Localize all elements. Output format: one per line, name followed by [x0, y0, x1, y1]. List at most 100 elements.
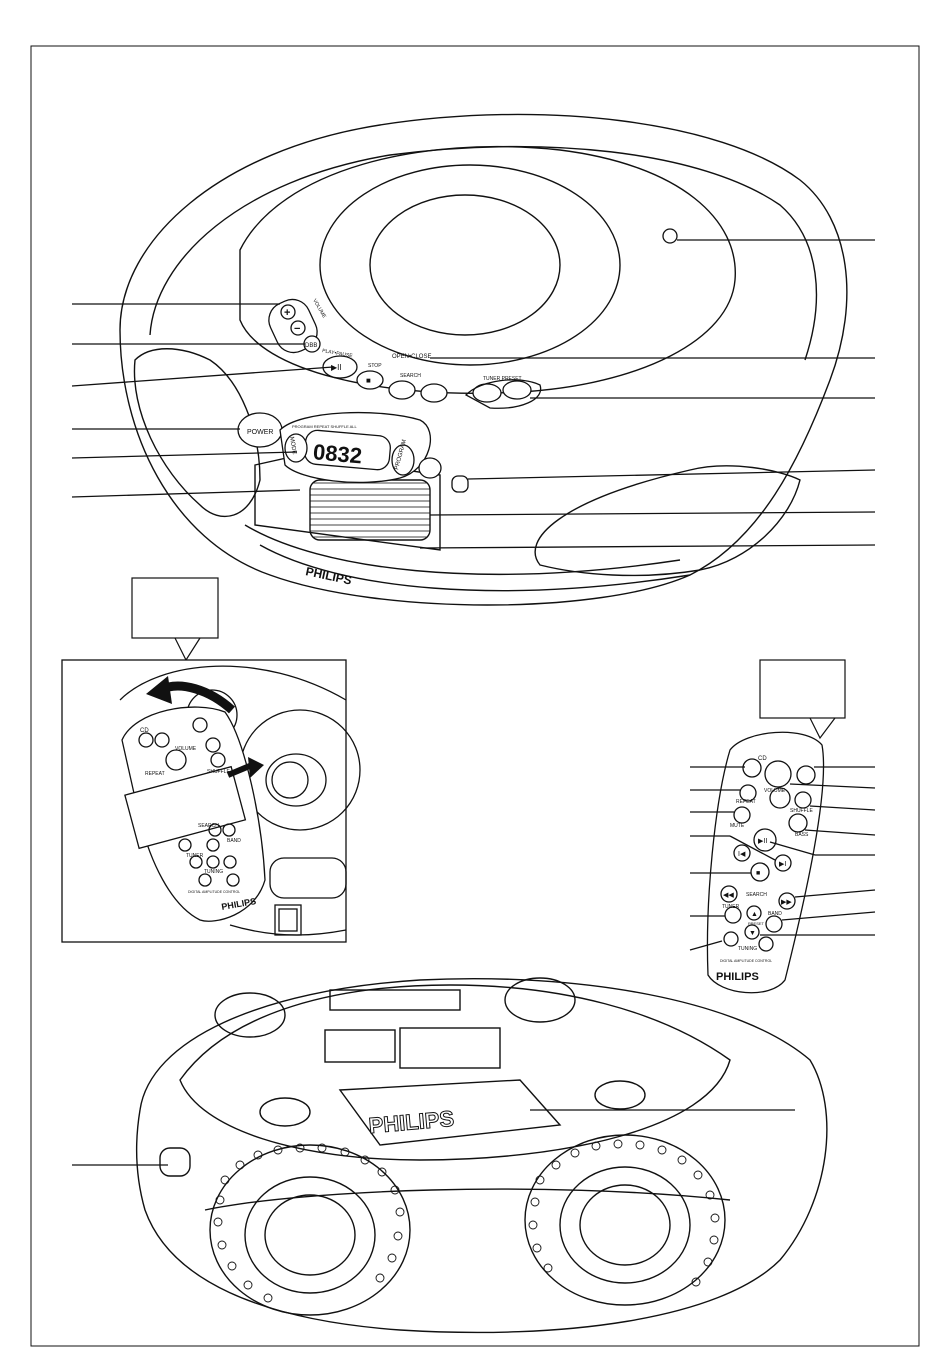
play-pause-text: PLAY•PAUSE	[322, 348, 354, 359]
remote-repeat-button[interactable]	[739, 784, 757, 802]
remote-mute-button[interactable]	[733, 806, 751, 824]
svg-text:▶I: ▶I	[779, 861, 786, 868]
remote-prev-button[interactable]	[733, 844, 751, 862]
front-edge	[244, 524, 681, 575]
play-pause-button[interactable]	[322, 355, 358, 379]
callout-leaders-top	[71, 239, 876, 549]
play-pause-symbol: ▶II	[331, 363, 342, 372]
callout-leaders-rear	[72, 1109, 795, 1166]
remote-stop-button[interactable]	[750, 862, 770, 882]
svg-text:▲: ▲	[751, 911, 758, 918]
remote-labels: CD VOLUME REPEAT SHUFFLE MUTE BASS SEARC…	[716, 756, 813, 983]
remote-search-label: SEARCH	[746, 892, 767, 898]
remote-tuner-button[interactable]	[724, 906, 742, 924]
svg-text:◀◀: ◀◀	[723, 892, 734, 899]
tuner-preset-text: TUNER PRESET	[483, 376, 522, 382]
page-frame	[30, 45, 920, 1347]
inset-tag	[131, 577, 219, 662]
remote-bass-label: BASS	[795, 832, 809, 838]
front-edge-lower	[259, 544, 691, 592]
mode-text: MODE	[288, 436, 297, 455]
remote-shuffle-label: SHUFFLE	[790, 808, 813, 814]
volume-plus-button[interactable]	[280, 304, 296, 320]
inset-shuffle-label: SHUFFLE	[207, 769, 230, 775]
left-foot	[214, 992, 286, 1038]
rear-brand-label: PHILIPS	[368, 1106, 455, 1138]
rear-body-outline	[136, 977, 828, 1334]
open-close-button[interactable]	[662, 228, 678, 244]
left-rear-speaker	[209, 1144, 411, 1316]
remote-power-button[interactable]	[796, 765, 816, 785]
remote-shuffle-button[interactable]	[794, 791, 812, 809]
remote-brand-label: PHILIPS	[716, 971, 759, 983]
inset-tuning-label: TUNING	[204, 869, 223, 875]
program-button[interactable]	[391, 444, 415, 476]
tuner-preset-up-button[interactable]	[502, 380, 532, 400]
remote-control	[706, 731, 825, 994]
svg-text:I◀: I◀	[738, 851, 746, 858]
aux-button[interactable]	[418, 457, 442, 479]
cd-lid-plate	[239, 145, 736, 394]
cd-window	[369, 194, 561, 336]
search-forward-button[interactable]	[420, 383, 448, 403]
stop-button[interactable]	[356, 370, 384, 390]
search-back-button[interactable]	[388, 380, 416, 400]
inset-remote-cover	[124, 765, 247, 850]
remote-tuning-back-button[interactable]	[723, 931, 739, 947]
remote-search-forward-button[interactable]	[778, 892, 796, 910]
remote-search-back-button[interactable]	[720, 885, 738, 903]
right-foot	[504, 977, 576, 1023]
inset-volume-label: VOLUME	[175, 746, 197, 752]
insert-arrow	[226, 762, 254, 778]
remote-preset-down-button[interactable]	[744, 924, 760, 940]
remote-band-label: BAND	[768, 911, 782, 917]
svg-text:▼: ▼	[749, 930, 756, 937]
search-text: SEARCH	[400, 373, 421, 379]
remote-tuning-forward-button[interactable]	[758, 936, 774, 952]
left-speaker-opening	[133, 348, 261, 518]
inset-tag-box	[131, 577, 219, 639]
remote-preset-up-button[interactable]	[746, 905, 762, 921]
remote-symbols: ▶III◀▶I ■◀◀▶▶ ▲▼	[723, 838, 792, 937]
tuner-preset-bezel	[464, 379, 542, 409]
power-text: POWER	[247, 429, 273, 436]
right-speaker-opening	[534, 465, 801, 577]
remote-tag	[759, 659, 846, 740]
remote-play-pause-button[interactable]	[753, 828, 777, 852]
remote-cd-label: CD	[758, 756, 767, 762]
inset-cd-label: CD	[140, 728, 149, 734]
volume-plus-label: +	[284, 307, 290, 319]
svg-text:▶II: ▶II	[758, 838, 767, 845]
dbb-label: DBB	[305, 343, 317, 349]
open-close-text: OPEN•CLOSE	[392, 354, 431, 360]
cassette-grill	[309, 479, 431, 541]
remote-footer-label: DIGITAL AMPLITUDE CONTROL	[720, 959, 772, 963]
remote-repeat-label: REPEAT	[736, 799, 756, 805]
volume-minus-button[interactable]	[290, 320, 306, 336]
volume-label: VOLUME	[311, 298, 327, 320]
unit-body-outline	[119, 113, 848, 606]
remote-band-button[interactable]	[765, 915, 783, 933]
stop-symbol: ■	[366, 376, 371, 385]
inset-footer-label: DIGITAL AMPLITUDE CONTROL	[188, 890, 240, 894]
svg-text:▶▶: ▶▶	[781, 899, 792, 906]
remote-cd-button[interactable]	[742, 758, 762, 778]
remote-bass-button[interactable]	[788, 813, 808, 833]
cd-door	[319, 164, 621, 366]
display-strip-text: PROGRAM REPEAT SHUFFLE ALL	[292, 424, 358, 429]
right-rear-speaker	[524, 1134, 726, 1306]
inset-repeat-label: REPEAT	[145, 771, 165, 777]
ac-socket	[159, 1147, 191, 1177]
remote-next-button[interactable]	[774, 854, 792, 872]
inset-tuner-label: TUNER	[186, 853, 204, 859]
top-controls	[237, 228, 678, 493]
stop-text: STOP	[368, 363, 382, 369]
inset-search-label: SEARCH	[198, 823, 219, 829]
inset-remote-mounting	[61, 659, 361, 943]
mode-button[interactable]	[284, 433, 308, 463]
remote-volume-up-button[interactable]	[764, 760, 792, 788]
remote-volume-down-button[interactable]	[769, 787, 791, 809]
callout-leaders-remote	[689, 766, 876, 951]
remote-body	[706, 731, 825, 994]
